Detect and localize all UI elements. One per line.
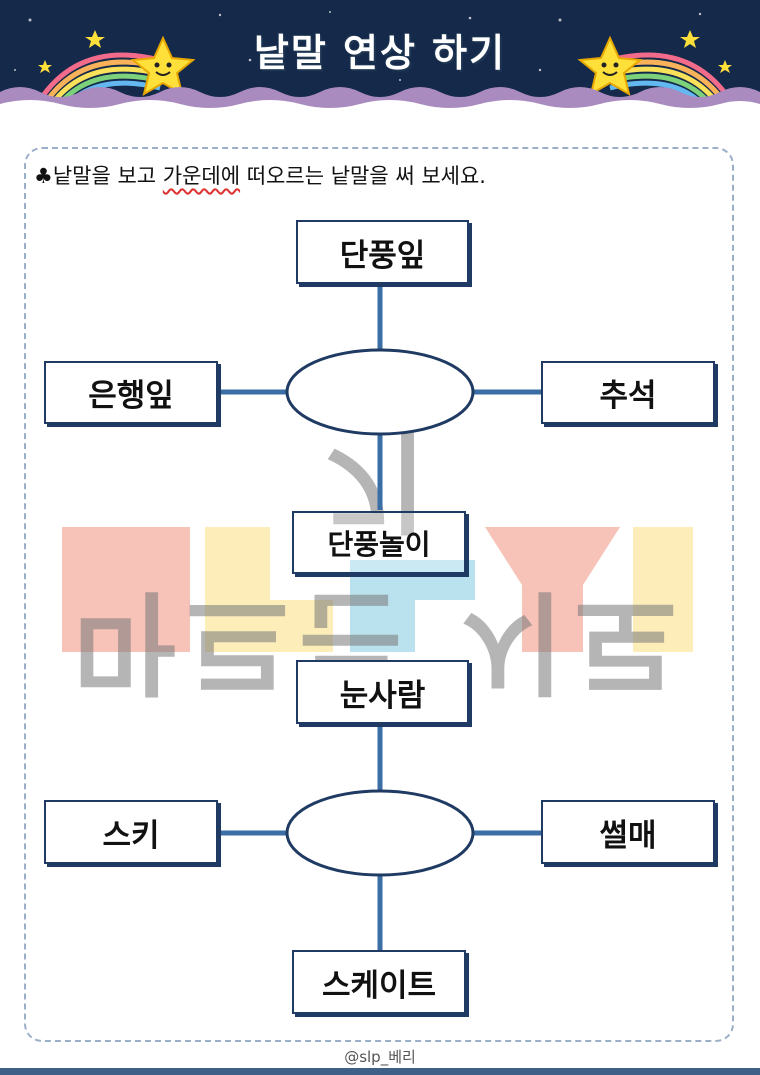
watermark-yellow-bar: [633, 527, 693, 652]
watermark-yellow-shape: [205, 527, 333, 652]
center-ellipse-1: [285, 348, 475, 436]
word-box-bottom-1: 단풍놀이: [292, 511, 466, 574]
center-ellipse-2: [285, 789, 475, 877]
word-box-top-1: 단풍잎: [296, 220, 469, 284]
word-box-right-1: 추석: [541, 361, 715, 424]
watermark-red-square: [62, 527, 190, 652]
watermark-red-shape: [485, 527, 620, 652]
worksheet-panel: [24, 147, 734, 1042]
page-title: 낱말 연상 하기: [253, 31, 507, 75]
watermark-blue-shape: [350, 560, 475, 652]
word-box-left-1: 은행잎: [44, 361, 218, 424]
word-box-left-2: 스키: [44, 800, 218, 864]
star-right-icon: [577, 35, 643, 97]
footer-credit: @slp_베리: [344, 1048, 416, 1066]
instruction: ♣낱말을 보고 가운데에 떠오르는 낱말을 써 보세요.: [34, 160, 486, 190]
instruction-text-after: 떠오르는 낱말을 써 보세요.: [240, 164, 486, 188]
header-banner: 낱말 연상 하기: [0, 0, 760, 112]
instruction-underlined-word: 가운데에: [162, 164, 241, 188]
wave-border: [0, 87, 760, 112]
star-left-icon: [130, 35, 196, 97]
instruction-text-before: 낱말을 보고: [52, 164, 163, 188]
word-box-bottom-2: 스케이트: [292, 950, 466, 1014]
header-background: [0, 0, 760, 112]
word-box-right-2: 썰매: [541, 800, 715, 864]
word-box-top-2: 눈사람: [296, 660, 469, 724]
club-icon: ♣: [34, 164, 53, 188]
footer-bar: [0, 1068, 760, 1075]
